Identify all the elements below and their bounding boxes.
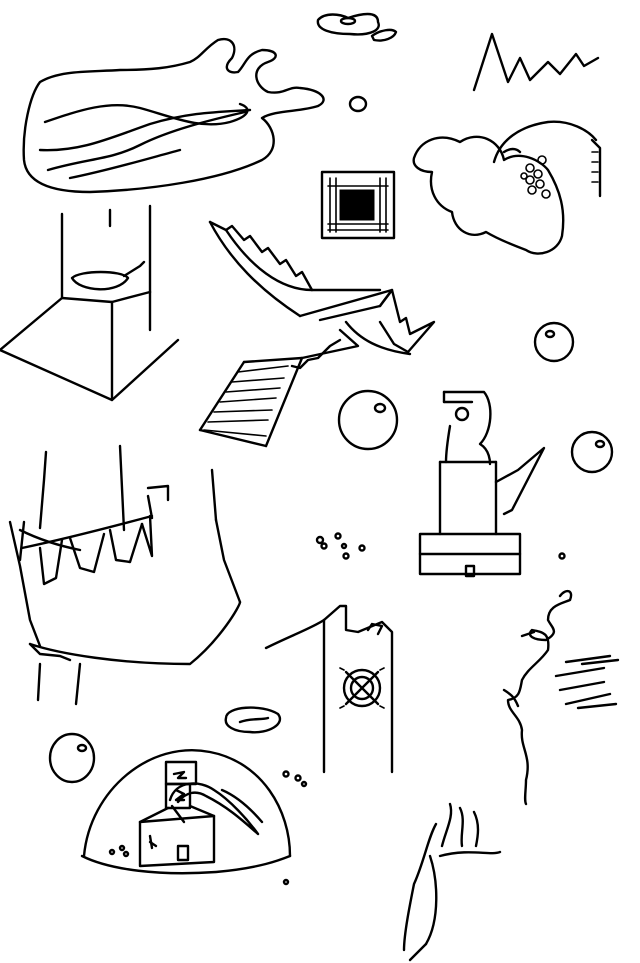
- tent-with-bunting: [8, 444, 242, 706]
- glass-dome: [80, 749, 292, 875]
- bubbles: [48, 321, 614, 784]
- tower-with-bowl: [0, 204, 180, 402]
- seed-cluster: [520, 155, 551, 199]
- spiral-ribbon: [502, 589, 620, 806]
- floating-staircase: [198, 220, 436, 448]
- cloud: [22, 12, 398, 194]
- hook-tower: [418, 390, 546, 578]
- pebbles: [282, 532, 566, 886]
- tall-tower-with-fan: [264, 604, 394, 774]
- mountain-peaks: [472, 32, 600, 92]
- bunting-flags: [38, 514, 154, 586]
- winged-flower: [412, 120, 602, 255]
- flowing-lines: [402, 802, 502, 962]
- window-frame: [320, 170, 396, 240]
